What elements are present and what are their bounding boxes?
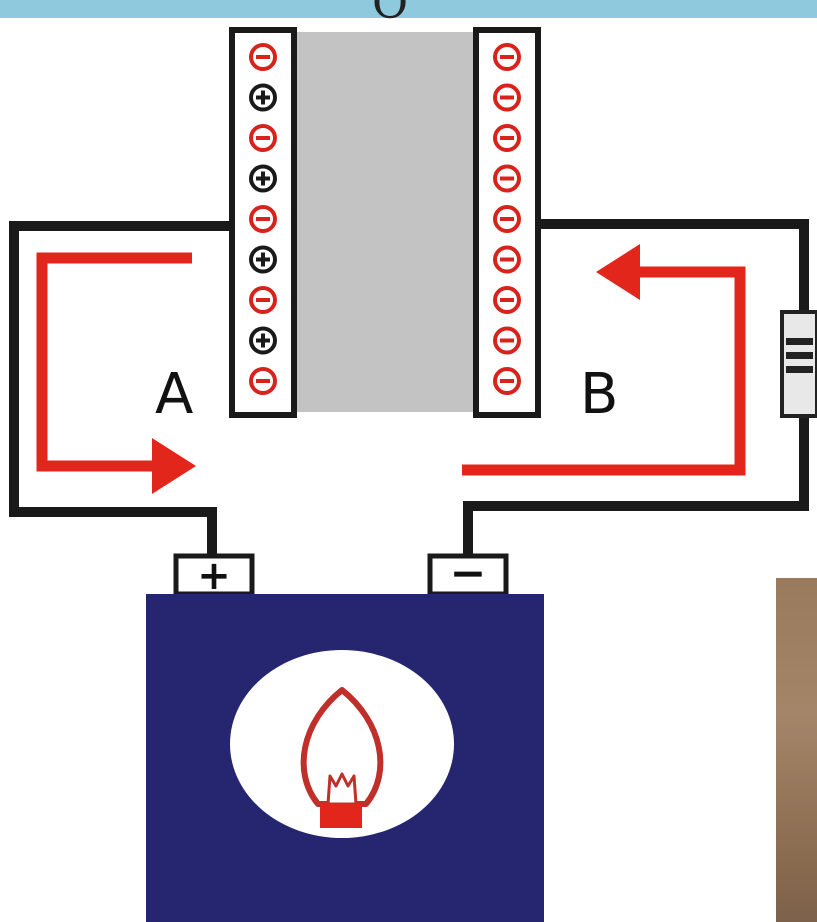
negative-charge-icon	[249, 205, 277, 233]
current-arrow-right-head	[596, 244, 640, 300]
positive-charge-icon	[249, 326, 277, 355]
plate-b-charges	[493, 43, 521, 395]
negative-charge-icon	[493, 245, 521, 274]
plate-b-label: B	[580, 362, 619, 427]
negative-charge-icon	[493, 326, 521, 355]
header-glyph: O	[371, 0, 409, 29]
plate-a-charges	[249, 43, 277, 395]
negative-charge-icon	[249, 43, 277, 71]
negative-charge-icon	[493, 43, 521, 71]
positive-charge-icon	[249, 83, 277, 112]
dielectric-slab	[295, 32, 475, 412]
negative-charge-icon	[493, 124, 521, 152]
wire-left	[9, 221, 232, 556]
bulb-icon	[300, 687, 384, 828]
negative-charge-icon	[493, 367, 521, 395]
resistor	[780, 310, 817, 418]
negative-charge-icon	[493, 205, 521, 233]
negative-terminal-sign: −	[449, 548, 487, 599]
header-bar	[0, 0, 817, 18]
side-photo	[776, 578, 817, 922]
negative-charge-icon	[249, 124, 277, 152]
positive-charge-icon	[249, 245, 277, 274]
wire-right	[538, 219, 809, 312]
current-arrow-left	[36, 252, 192, 472]
positive-terminal-sign: +	[197, 553, 231, 599]
negative-charge-icon	[493, 83, 521, 112]
negative-charge-icon	[493, 164, 521, 193]
negative-charge-icon	[249, 286, 277, 314]
current-arrow-left-head	[152, 438, 196, 494]
wire-right-lower	[463, 414, 809, 556]
negative-charge-icon	[493, 286, 521, 314]
positive-charge-icon	[249, 164, 277, 193]
plate-a-label: A	[155, 362, 194, 427]
battery-terminal-positive	[173, 553, 255, 597]
negative-charge-icon	[249, 367, 277, 395]
circuit-wires	[9, 219, 809, 556]
current-arrow-right	[462, 266, 746, 476]
